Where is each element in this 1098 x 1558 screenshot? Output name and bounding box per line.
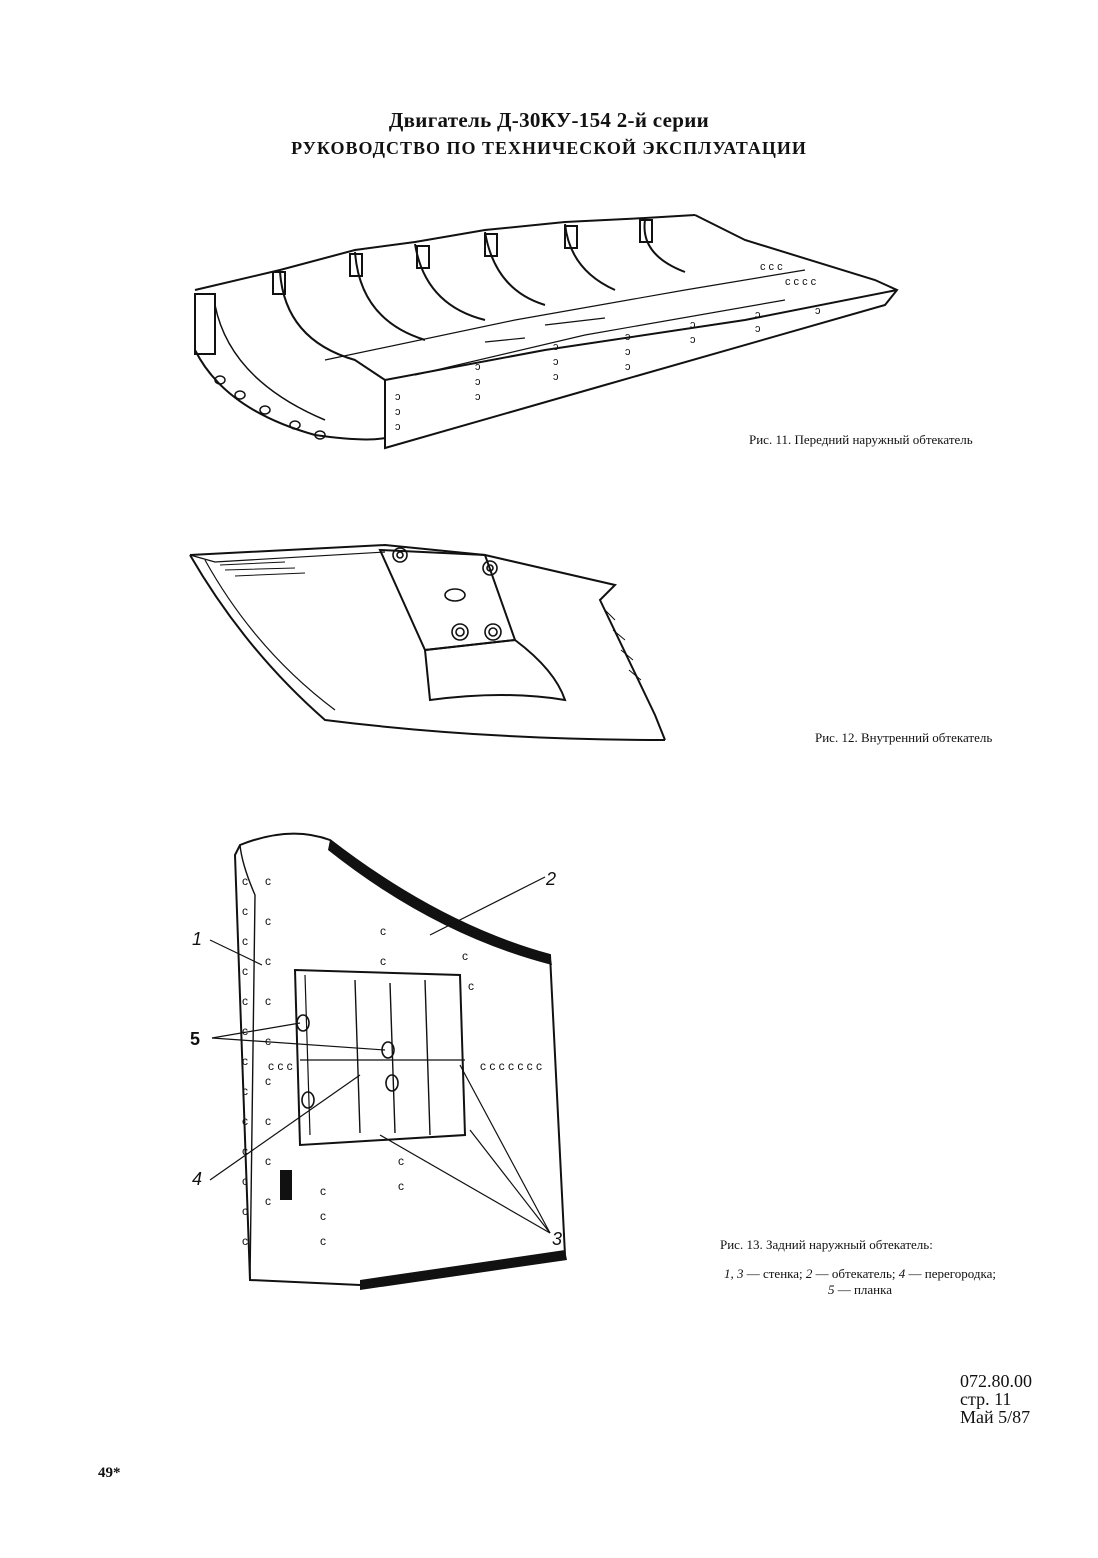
svg-text:c: c: [242, 964, 248, 978]
svg-text:c c c: c c c: [760, 261, 783, 273]
svg-text:c: c: [265, 914, 271, 928]
callout-1: 1: [192, 929, 202, 949]
svg-text:c: c: [242, 1054, 248, 1068]
svg-text:c: c: [265, 1194, 271, 1208]
svg-text:c: c: [265, 954, 271, 968]
engine-title: Двигатель Д-30КУ-154 2-й серии: [388, 108, 710, 132]
svg-text:c c c: c c c: [268, 1059, 293, 1073]
svg-text:c: c: [320, 1234, 326, 1248]
svg-text:ↄ: ↄ: [475, 391, 481, 403]
svg-text:ↄ: ↄ: [625, 346, 631, 358]
svg-text:ↄ: ↄ: [755, 309, 761, 321]
callout-3: 3: [552, 1229, 562, 1249]
svg-text:c c c c: c c c c: [785, 276, 817, 288]
svg-text:c c c c c c c: c c c c c c c: [480, 1059, 542, 1073]
svg-text:ↄ: ↄ: [395, 391, 401, 403]
svg-text:c: c: [380, 924, 386, 938]
svg-text:c: c: [242, 994, 248, 1008]
svg-text:ↄ: ↄ: [553, 371, 559, 383]
svg-text:ↄ: ↄ: [553, 356, 559, 368]
document-code: 072.80.00 стр. 11 Май 5/87: [960, 1372, 1032, 1426]
callout-2: 2: [545, 869, 556, 889]
svg-text:c: c: [242, 874, 248, 888]
page-number: стр. 11: [960, 1389, 1012, 1409]
svg-text:c: c: [265, 874, 271, 888]
legend-line-2: 5 — планка: [827, 1282, 893, 1297]
svg-text:ↄ: ↄ: [395, 406, 401, 418]
revision-date: Май 5/87: [960, 1407, 1031, 1427]
svg-text:c: c: [265, 1114, 271, 1128]
svg-text:c: c: [320, 1184, 326, 1198]
legend-line-1: 1, 3 — стенка; 2 — обтекатель; 4 — перег…: [723, 1266, 997, 1281]
svg-text:ↄ: ↄ: [475, 361, 481, 373]
svg-text:c: c: [242, 1114, 248, 1128]
svg-text:ↄ: ↄ: [815, 305, 821, 317]
svg-text:c: c: [265, 994, 271, 1008]
callout-4: 4: [192, 1169, 202, 1189]
manual-title: РУКОВОДСТВО ПО ТЕХНИЧЕСКОЙ ЭКСПЛУАТАЦИИ: [291, 138, 807, 158]
figure-11-front-fairing: ↄↄↄ ↄↄↄ ↄↄↄ ↄↄↄ ↄↄ ↄↄ ↄ c c cc c c c: [194, 214, 899, 450]
callout-5: 5: [190, 1029, 200, 1049]
figure-13-caption: Рис. 13. Задний наружный обтекатель:: [720, 1237, 933, 1252]
figure-12-caption: Рис. 12. Внутренний обтекатель: [815, 730, 993, 745]
svg-text:c: c: [265, 1074, 271, 1088]
svg-text:ↄ: ↄ: [755, 323, 761, 335]
svg-text:c: c: [398, 1154, 404, 1168]
figure-12-inner-fairing: [189, 543, 666, 741]
svg-text:c: c: [242, 934, 248, 948]
svg-text:c: c: [242, 1234, 248, 1248]
svg-text:c: c: [462, 949, 468, 963]
svg-text:c: c: [380, 954, 386, 968]
svg-text:c: c: [242, 1204, 248, 1218]
svg-text:c: c: [242, 1174, 248, 1188]
svg-text:c: c: [242, 1144, 248, 1158]
section-code: 072.80.00: [960, 1371, 1032, 1391]
svg-text:c: c: [468, 979, 474, 993]
svg-text:ↄ: ↄ: [475, 376, 481, 388]
svg-text:c: c: [265, 1034, 271, 1048]
svg-text:c: c: [265, 1154, 271, 1168]
svg-text:ↄ: ↄ: [395, 421, 401, 433]
svg-text:c: c: [320, 1209, 326, 1223]
figure-13-legend: 1, 3 — стенка; 2 — обтекатель; 4 — перег…: [660, 1266, 1060, 1298]
svg-text:ↄ: ↄ: [625, 361, 631, 373]
svg-text:c: c: [242, 1024, 248, 1038]
svg-text:ↄ: ↄ: [690, 319, 696, 331]
svg-text:c: c: [242, 904, 248, 918]
page-mark: 49*: [98, 1465, 121, 1481]
svg-text:ↄ: ↄ: [553, 341, 559, 353]
svg-text:c: c: [398, 1179, 404, 1193]
svg-text:c: c: [242, 1084, 248, 1098]
figure-11-caption: Рис. 11. Передний наружный обтекатель: [749, 432, 973, 447]
svg-text:ↄ: ↄ: [690, 334, 696, 346]
svg-text:ↄ: ↄ: [625, 331, 631, 343]
